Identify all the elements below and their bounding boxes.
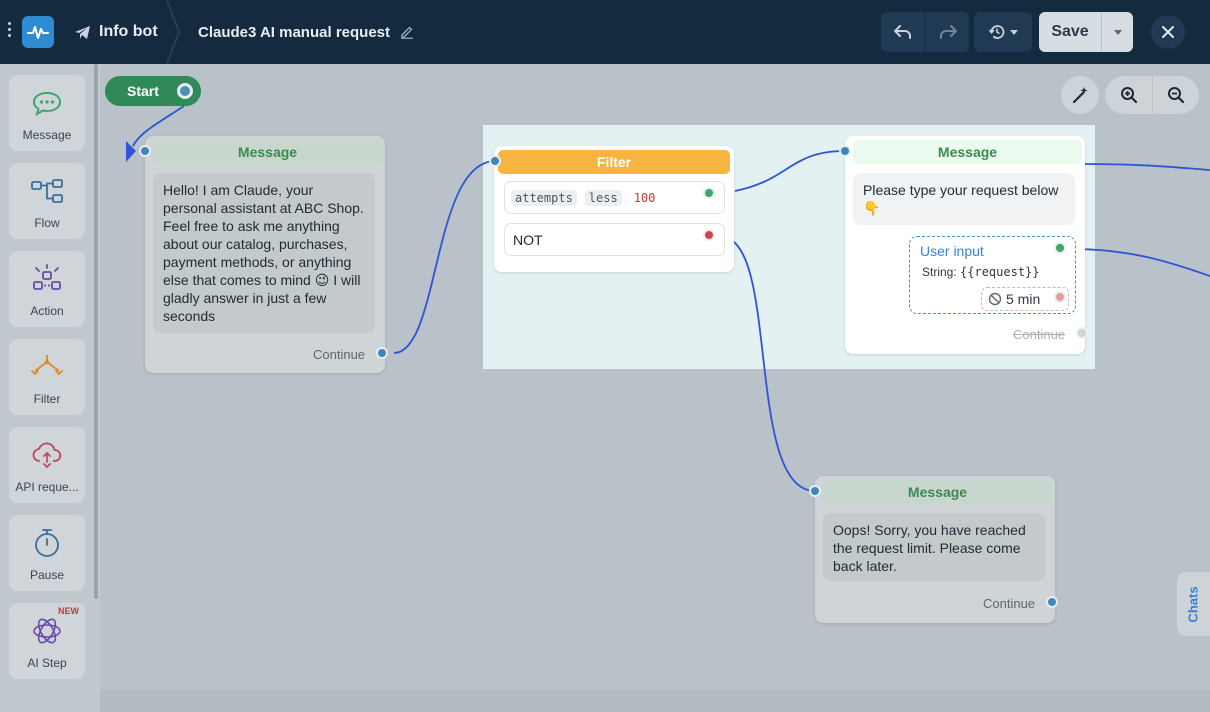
message1-continue-port[interactable] xyxy=(376,347,388,359)
history-button[interactable] xyxy=(974,12,1032,52)
palette-pause[interactable]: Pause xyxy=(9,515,85,591)
palette-flow[interactable]: Flow xyxy=(9,163,85,239)
message-text: Oops! Sorry, you have reached the reques… xyxy=(823,513,1045,581)
continue-label: Continue xyxy=(313,347,366,362)
action-icon xyxy=(33,264,61,290)
message2-input-port[interactable] xyxy=(839,145,851,157)
filter-not-branch[interactable]: NOT xyxy=(504,223,725,256)
timeout-badge[interactable]: 5 min xyxy=(981,287,1069,311)
user-input-port[interactable] xyxy=(1054,242,1066,254)
breadcrumb-separator xyxy=(166,0,180,64)
user-input-type: String: {{request}} xyxy=(922,265,1040,279)
filter-node[interactable]: Filter attempts less 100 NOT xyxy=(494,146,734,272)
message-text: Please type your request below 👇 xyxy=(853,173,1075,225)
filter-icon xyxy=(31,355,63,376)
type-label: String: xyxy=(922,265,957,279)
timeout-value: 5 min xyxy=(1006,291,1041,307)
redo-button[interactable] xyxy=(925,12,969,52)
palette-label: Flow xyxy=(34,216,60,230)
not-label: NOT xyxy=(513,231,543,248)
flow-icon xyxy=(31,179,63,203)
user-input-block[interactable]: User input String: {{request}} 5 min xyxy=(909,236,1076,314)
save-options-button[interactable] xyxy=(1101,12,1133,52)
undo-redo-group xyxy=(881,12,969,52)
timeout-port[interactable] xyxy=(1054,291,1066,303)
magic-wand-icon xyxy=(1072,87,1088,104)
message3-continue-port[interactable] xyxy=(1046,596,1058,608)
top-bar: Info bot Claude3 AI manual request Save xyxy=(0,0,1210,64)
filter-not-port[interactable] xyxy=(703,229,715,241)
continue-label: Continue xyxy=(983,596,1036,611)
zoom-out-button[interactable] xyxy=(1152,76,1199,114)
breadcrumb-bot[interactable]: Info bot xyxy=(74,22,158,42)
message-node-limit[interactable]: Message Oops! Sorry, you have reached th… xyxy=(815,476,1055,623)
ai-step-icon xyxy=(33,618,61,644)
auto-arrange-button[interactable] xyxy=(1061,76,1099,114)
continue-label: Continue xyxy=(1013,327,1066,342)
start-label: Start xyxy=(127,83,159,99)
palette-label: AI Step xyxy=(27,656,67,670)
undo-icon xyxy=(894,25,911,39)
condition-field: attempts xyxy=(511,189,577,206)
node-title: Message xyxy=(153,140,382,164)
palette-ai-step[interactable]: NEW AI Step xyxy=(9,603,85,679)
variable-name: {{request}} xyxy=(960,265,1040,279)
message-icon xyxy=(32,91,62,117)
zoom-out-icon xyxy=(1168,87,1185,104)
node-title: Message xyxy=(853,140,1082,164)
filter-input-port[interactable] xyxy=(489,155,501,167)
start-node[interactable]: Start xyxy=(105,76,201,106)
canvas-bottom-strip xyxy=(100,690,1210,712)
telegram-icon xyxy=(75,25,90,39)
message-node-welcome[interactable]: Message Hello! I am Claude, your persona… xyxy=(145,136,385,373)
condition-value: 100 xyxy=(633,190,656,205)
palette-scrollbar[interactable] xyxy=(94,64,98,599)
palette-label: Pause xyxy=(29,568,65,582)
palette-label: Filter xyxy=(33,392,61,406)
zoom-in-icon xyxy=(1120,87,1137,104)
filter-condition[interactable]: attempts less 100 xyxy=(504,181,725,214)
message3-input-port[interactable] xyxy=(809,485,821,497)
palette-action[interactable]: Action xyxy=(9,251,85,327)
palette-message[interactable]: Message xyxy=(9,75,85,151)
undo-button[interactable] xyxy=(881,12,925,52)
chevron-down-icon xyxy=(1010,29,1018,35)
close-button[interactable] xyxy=(1151,15,1185,49)
save-group: Save xyxy=(1039,12,1133,52)
pause-icon xyxy=(35,529,59,557)
redo-icon xyxy=(939,25,957,39)
user-input-title: User input xyxy=(920,243,984,259)
node-title: Filter xyxy=(498,150,730,174)
message-text: Hello! I am Claude, your personal assist… xyxy=(153,173,375,333)
breadcrumb-flow: Claude3 AI manual request xyxy=(198,22,414,42)
new-badge: NEW xyxy=(58,606,79,616)
palette-label: Message xyxy=(22,128,72,142)
chats-tab[interactable]: Chats xyxy=(1177,572,1210,636)
palette-filter[interactable]: Filter xyxy=(9,339,85,415)
condition-operator: less xyxy=(584,189,622,206)
zoom-in-button[interactable] xyxy=(1105,76,1152,114)
message2-continue-port[interactable] xyxy=(1076,327,1088,339)
node-title: Message xyxy=(823,480,1052,504)
filter-true-port[interactable] xyxy=(703,187,715,199)
chats-label: Chats xyxy=(1186,585,1201,623)
zoom-controls xyxy=(1105,76,1199,114)
flow-title: Claude3 AI manual request xyxy=(198,23,390,41)
bot-name: Info bot xyxy=(99,23,158,40)
start-output-port[interactable] xyxy=(177,83,193,99)
close-icon xyxy=(1162,26,1174,38)
no-entry-icon xyxy=(988,292,1002,306)
chevron-down-icon xyxy=(1113,29,1122,35)
save-button[interactable]: Save xyxy=(1051,23,1089,40)
palette-label: Action xyxy=(30,304,64,318)
menu-dots-icon[interactable] xyxy=(7,22,13,42)
api-request-icon xyxy=(32,442,62,469)
message1-input-port[interactable] xyxy=(139,145,151,157)
palette-label: API reque... xyxy=(15,480,79,494)
history-icon xyxy=(988,25,1005,39)
app-logo-icon[interactable] xyxy=(22,16,54,48)
palette-api-request[interactable]: API reque... xyxy=(9,427,85,503)
edit-pencil-icon[interactable] xyxy=(400,25,414,39)
